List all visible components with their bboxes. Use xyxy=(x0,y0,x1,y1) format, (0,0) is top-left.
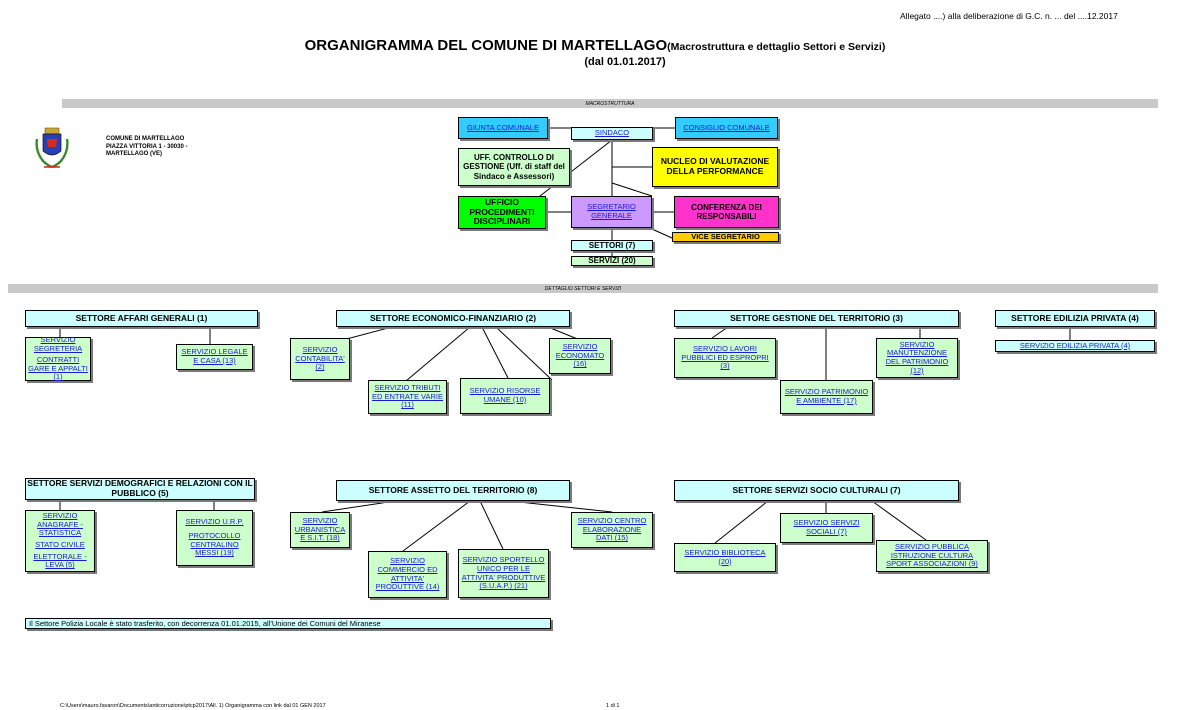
controllo-gestione-box: UFF. CONTROLLO DI GESTIONE (Uff. di staf… xyxy=(458,148,570,186)
stato-civile-link[interactable]: STATO CIVILE xyxy=(35,540,85,549)
servizio-commercio-box[interactable]: SERVIZIO COMMERCIO ED ATTIVITA' PRODUTTI… xyxy=(368,551,447,598)
servizio-lavori-pubblici-link[interactable]: SERVIZIO LAVORI PUBBLICI ED ESPROPRI (3) xyxy=(681,344,769,371)
conferenza-responsabili-box: CONFERENZA DEI RESPONSABILI xyxy=(674,196,779,228)
footer-page: 1 di 1 xyxy=(606,703,620,709)
sindaco-link[interactable]: SINDACO xyxy=(594,128,630,138)
servizio-economato-link[interactable]: SERVIZIO ECONOMATO (16) xyxy=(555,342,605,369)
giunta-comunale-link[interactable]: GIUNTA COMUNALE xyxy=(467,122,539,132)
date-line: (dal 01.01.2017) xyxy=(584,56,666,68)
servizio-edilizia-link[interactable]: SERVIZIO EDILIZIA PRIVATA (4) xyxy=(1019,340,1131,350)
servizio-tributi-link[interactable]: SERVIZIO TRIBUTI ED ENTRATE VARIE (11) xyxy=(372,383,443,410)
comune-crest-icon xyxy=(34,127,70,173)
settore-socio-culturali-header: SETTORE SERVIZI SOCIO CULTURALI (7) xyxy=(674,480,959,501)
segretario-generale-box[interactable]: SEGRETARIO GENERALE xyxy=(571,196,652,228)
servizio-sociali-box[interactable]: SERVIZIO SERVIZI SOCIALI (7) xyxy=(780,513,873,543)
settore-edilizia-header: SETTORE EDILIZIA PRIVATA (4) xyxy=(995,310,1155,327)
giunta-comunale-box[interactable]: GIUNTA COMUNALE xyxy=(458,117,548,139)
settore-demografici-header: SETTORE SERVIZI DEMOGRAFICI E RELAZIONI … xyxy=(25,478,255,500)
polizia-locale-note: Il Settore Polizia Locale è stato trasfe… xyxy=(25,618,551,629)
settore-affari-generali-header: SETTORE AFFARI GENERALI (1) xyxy=(25,310,258,327)
servizio-biblioteca-link[interactable]: SERVIZIO BIBLIOTECA (20) xyxy=(684,547,766,566)
nucleo-valutazione-box: NUCLEO DI VALUTAZIONE DELLA PERFORMANCE xyxy=(652,147,778,187)
elettorale-leva-link[interactable]: ELETTORALE - LEVA (5) xyxy=(33,551,87,570)
settore-assetto-header: SETTORE ASSETTO DEL TERRITORIO (8) xyxy=(336,480,570,501)
servizio-tributi-box[interactable]: SERVIZIO TRIBUTI ED ENTRATE VARIE (11) xyxy=(368,380,447,414)
consiglio-comunale-link[interactable]: CONSIGLIO COMUNALE xyxy=(683,122,770,132)
consiglio-comunale-box[interactable]: CONSIGLIO COMUNALE xyxy=(675,117,778,139)
segretario-generale-link[interactable]: SEGRETARIO GENERALE xyxy=(587,202,636,220)
procedimenti-disciplinari-box: UFFICIO PROCEDIMENTI DISCIPLINARI xyxy=(458,196,546,229)
servizio-suap-box[interactable]: SERVIZIO SPORTELLO UNICO PER LE ATTIVITA… xyxy=(458,549,549,598)
servizio-patrimonio-link[interactable]: SERVIZIO PATRIMONIO E AMBIENTE (17) xyxy=(784,387,869,405)
servizio-anagrafe-box[interactable]: SERVIZIO ANAGRAFE - STATISTICA STATO CIV… xyxy=(25,510,95,572)
servizio-urp-box[interactable]: SERVIZIO U.R.P. PROTOCOLLO CENTRALINO ME… xyxy=(176,510,253,566)
servizio-suap-link[interactable]: SERVIZIO SPORTELLO UNICO PER LE ATTIVITA… xyxy=(461,555,546,591)
comune-city: MARTELLAGO (VE) xyxy=(106,151,162,157)
contratti-gare-link[interactable]: CONTRATTI GARE E APPALTI (1) xyxy=(28,355,88,382)
servizio-urp-link[interactable]: SERVIZIO U.R.P. xyxy=(185,517,244,527)
vice-segretario-box: VICE SEGRETARIO xyxy=(672,232,779,242)
footer-path: C:\Users\mauro.favaron\Documents\anticor… xyxy=(60,703,326,709)
comune-info: COMUNE DI MARTELLAGO PIAZZA VITTORIA 1 -… xyxy=(106,136,187,159)
band-macrostruttura: MACROSTRUTTURA xyxy=(62,99,1158,108)
page-title: ORGANIGRAMMA DEL COMUNE DI MARTELLAGO(Ma… xyxy=(0,37,1190,55)
comune-name: COMUNE DI MARTELLAGO xyxy=(106,136,185,142)
servizio-legale-box[interactable]: SERVIZIO LEGALE E CASA (13) xyxy=(176,344,253,370)
servizio-economato-box[interactable]: SERVIZIO ECONOMATO (16) xyxy=(549,338,611,374)
servizio-risorse-umane-link[interactable]: SERVIZIO RISORSE UMANE (10) xyxy=(469,386,541,404)
servizio-anagrafe-link[interactable]: SERVIZIO ANAGRAFE - STATISTICA xyxy=(37,511,83,538)
servizio-manutenzione-link[interactable]: SERVIZIO MANUTENZIONE DEL PATRIMONIO (12… xyxy=(885,339,949,375)
servizio-ced-link[interactable]: SERVIZIO CENTRO ELABORAZIONE DATI (15) xyxy=(577,516,647,543)
servizio-contabilita-box[interactable]: SERVIZIO CONTABILITA' (2) xyxy=(290,338,350,380)
servizio-urbanistica-link[interactable]: SERVIZIO URBANISTICA E S.I.T. (18) xyxy=(294,516,346,543)
settori-count-box: SETTORI (7) xyxy=(571,240,653,251)
servizio-contabilita-link[interactable]: SERVIZIO CONTABILITA' (2) xyxy=(295,345,345,372)
servizio-edilizia-box[interactable]: SERVIZIO EDILIZIA PRIVATA (4) xyxy=(995,340,1155,352)
allegato-text: Allegato ....) alla deliberazione di G.C… xyxy=(900,11,1118,21)
servizi-count-box: SERVIZI (20) xyxy=(571,256,653,266)
sindaco-box[interactable]: SINDACO xyxy=(571,127,653,140)
title-sub: (Macrostruttura e dettaglio Settori e Se… xyxy=(667,41,886,53)
servizio-risorse-umane-box[interactable]: SERVIZIO RISORSE UMANE (10) xyxy=(460,378,550,414)
band-dettaglio: DETTAGLIO SETTORI E SERVIZI xyxy=(8,284,1158,293)
servizio-commercio-link[interactable]: SERVIZIO COMMERCIO ED ATTIVITA' PRODUTTI… xyxy=(375,556,440,592)
servizio-segreteria-link[interactable]: SERVIZIO SEGRETERIA xyxy=(33,334,83,353)
servizio-manutenzione-box[interactable]: SERVIZIO MANUTENZIONE DEL PATRIMONIO (12… xyxy=(876,338,958,378)
servizio-istruzione-link[interactable]: SERVIZIO PUBBLICA ISTRUZIONE CULTURA SPO… xyxy=(886,542,978,569)
servizio-istruzione-box[interactable]: SERVIZIO PUBBLICA ISTRUZIONE CULTURA SPO… xyxy=(876,540,988,572)
servizio-sociali-link[interactable]: SERVIZIO SERVIZI SOCIALI (7) xyxy=(793,518,860,536)
servizio-lavori-pubblici-box[interactable]: SERVIZIO LAVORI PUBBLICI ED ESPROPRI (3) xyxy=(674,338,776,378)
comune-address: PIAZZA VITTORIA 1 - 30030 - xyxy=(106,143,188,150)
servizio-patrimonio-box[interactable]: SERVIZIO PATRIMONIO E AMBIENTE (17) xyxy=(780,380,873,414)
settore-gestione-header: SETTORE GESTIONE DEL TERRITORIO (3) xyxy=(674,310,959,327)
servizio-urbanistica-box[interactable]: SERVIZIO URBANISTICA E S.I.T. (18) xyxy=(290,512,350,548)
settore-economico-header: SETTORE ECONOMICO-FINANZIARIO (2) xyxy=(336,310,570,327)
title-main: ORGANIGRAMMA DEL COMUNE DI MARTELLAGO xyxy=(304,37,668,54)
protocollo-centralino-link[interactable]: PROTOCOLLO CENTRALINO MESSI (19) xyxy=(188,530,241,558)
servizio-ced-box[interactable]: SERVIZIO CENTRO ELABORAZIONE DATI (15) xyxy=(571,512,653,548)
servizio-segreteria-box[interactable]: SERVIZIO SEGRETERIA CONTRATTI GARE E APP… xyxy=(25,334,91,382)
servizio-legale-link[interactable]: SERVIZIO LEGALE E CASA (13) xyxy=(181,347,248,365)
servizio-biblioteca-box[interactable]: SERVIZIO BIBLIOTECA (20) xyxy=(674,543,776,572)
